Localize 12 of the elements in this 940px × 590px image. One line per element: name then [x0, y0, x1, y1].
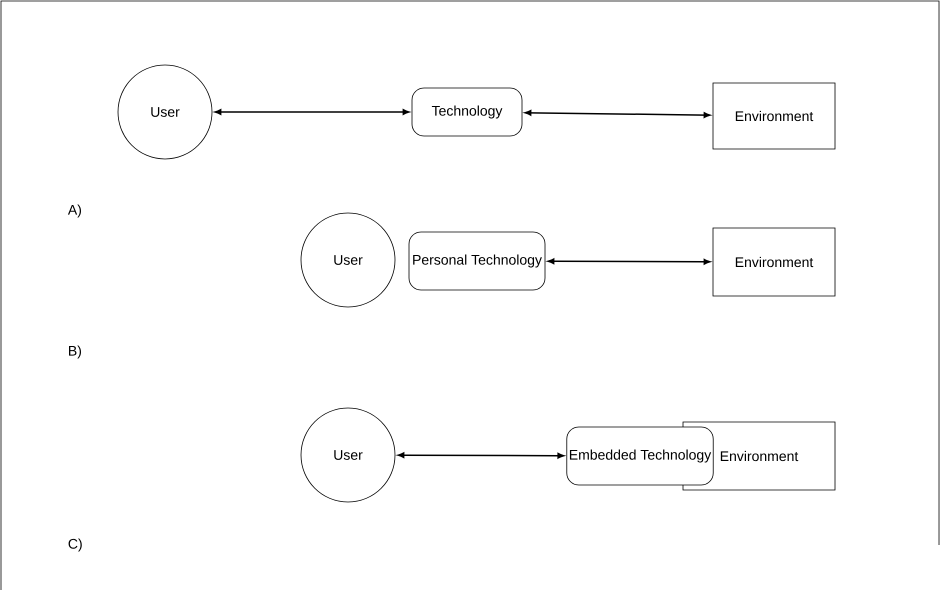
panel-label: A)	[68, 204, 81, 218]
technology-box: Embedded Technology	[566, 426, 714, 486]
panel-label: B)	[69, 345, 81, 359]
environment-box: Environment	[712, 82, 836, 150]
arrow	[398, 452, 564, 459]
environment-box: Environment	[712, 228, 836, 296]
arrow	[524, 110, 710, 118]
panel-label: C)	[68, 538, 82, 552]
technology-box: Personal Technology	[408, 232, 546, 290]
technology-box: Technology	[412, 88, 522, 136]
arrow	[548, 258, 710, 265]
arrow	[214, 109, 410, 115]
